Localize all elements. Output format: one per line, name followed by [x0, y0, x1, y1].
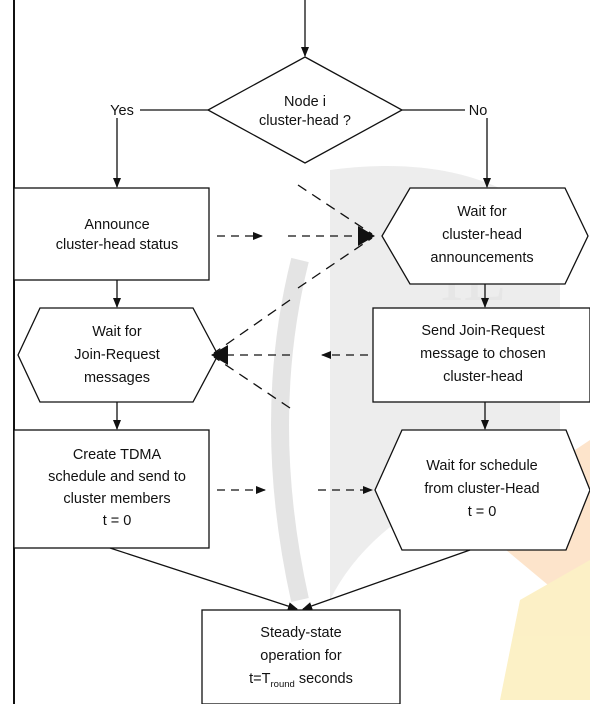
dashed-fan-top-right: [297, 184, 373, 235]
dashed-fan-bottom-right: [297, 237, 373, 289]
wait-schedule-text-2: from cluster-Head: [424, 481, 539, 497]
create-tdma-box: [13, 429, 210, 549]
wait-schedule-text-1: Wait for schedule: [426, 458, 537, 474]
dashed-fan-bottom-left: [213, 356, 291, 409]
create-tdma-text-3: cluster members: [63, 491, 170, 507]
dashed-fan-top-left: [213, 299, 291, 354]
steady-text-3: t=Tround seconds: [249, 671, 353, 690]
wait-schedule-hexagon: [374, 429, 590, 551]
yes-label: Yes: [110, 103, 134, 119]
send-join-text-3: cluster-head: [443, 369, 523, 385]
create-tdma-text-1: Create TDMA: [73, 447, 162, 463]
steady-state-box: [201, 609, 401, 704]
wait-join-hexagon: [17, 307, 219, 403]
wait-announce-text-2: cluster-head: [442, 227, 522, 243]
steady-t-prefix: t=T: [249, 671, 270, 687]
steady-t-suffix: seconds: [295, 671, 353, 687]
create-tdma-text-2: schedule and send to: [48, 469, 186, 485]
wait-schedule-text-3: t = 0: [468, 504, 497, 520]
wait-join-text-2: Join-Request: [74, 347, 159, 363]
steady-text-2: operation for: [260, 648, 342, 664]
announce-text-2: cluster-head status: [56, 237, 179, 253]
left-to-steady-arrow: [109, 547, 298, 611]
right-to-steady-arrow: [302, 549, 471, 610]
steady-text-1: Steady-state: [260, 625, 341, 641]
wait-announce-hexagon: [381, 187, 589, 285]
wait-join-text-1: Wait for: [92, 324, 142, 340]
wedge-head-left: [211, 345, 228, 365]
send-join-text-1: Send Join-Request: [421, 323, 544, 339]
announce-box: [13, 187, 210, 281]
send-join-box: [372, 307, 590, 403]
decision-line2: cluster-head ?: [259, 113, 351, 129]
wait-announce-text-1: Wait for: [457, 204, 507, 220]
decision-diamond: [206, 56, 404, 164]
decision-line1: Node i: [284, 94, 326, 110]
steady-t-subscript: round: [271, 679, 295, 690]
wait-join-text-3: messages: [84, 370, 150, 386]
no-label: No: [469, 103, 488, 119]
wedge-head-right: [358, 226, 375, 246]
send-join-text-2: message to chosen: [420, 346, 546, 362]
wait-announce-text-3: announcements: [430, 250, 533, 266]
announce-text-1: Announce: [84, 217, 149, 233]
create-tdma-text-4: t = 0: [103, 513, 132, 529]
